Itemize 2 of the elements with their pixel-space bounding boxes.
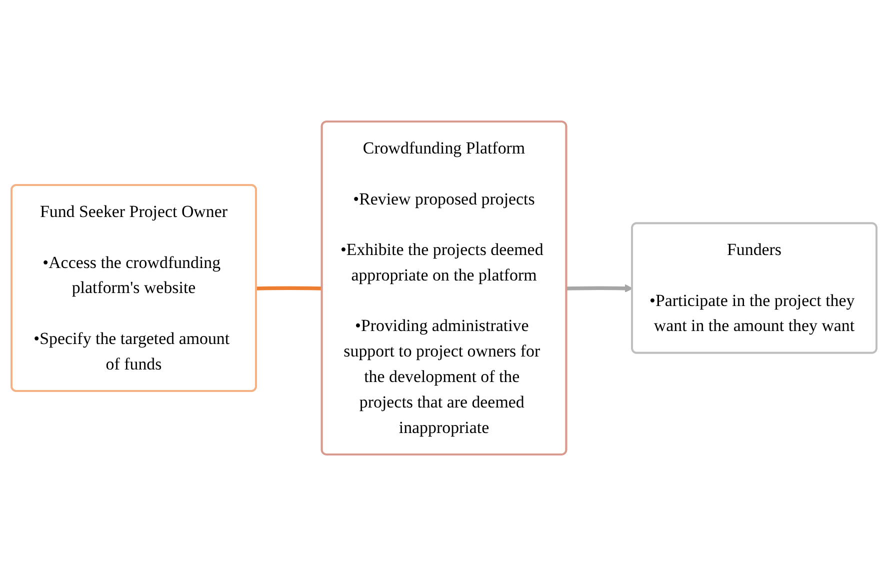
connector	[256, 286, 322, 290]
arrow	[566, 284, 633, 292]
